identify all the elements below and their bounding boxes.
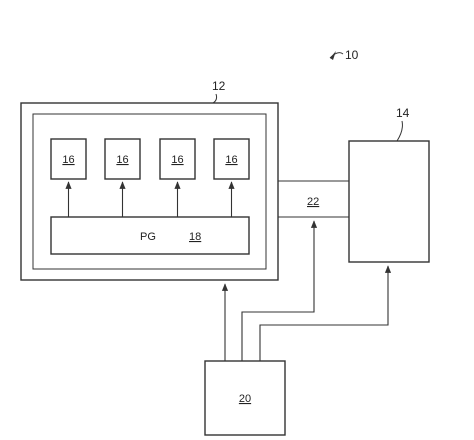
sub-block-3 <box>159 138 196 180</box>
sub-block-4-label: 16 <box>225 154 237 166</box>
system-ref-arrowhead <box>330 51 336 60</box>
sub-block-2 <box>104 138 141 180</box>
system-ref-label: 10 <box>345 48 359 62</box>
outer-unit-ref-label: 12 <box>212 79 226 93</box>
link-ref-label: 22 <box>307 196 319 208</box>
sub-block-3-label: 16 <box>171 154 183 166</box>
pg-ref-label: 18 <box>189 231 201 243</box>
outer-unit-inner-border <box>32 113 267 270</box>
sub-block-4 <box>213 138 250 180</box>
right-unit-box <box>348 140 430 263</box>
sub-block-2-label: 16 <box>116 154 128 166</box>
sub-block-1 <box>50 138 87 180</box>
bottom-to-right-unit-arrow <box>259 265 392 361</box>
sub-block-1-label: 16 <box>62 154 74 166</box>
pg-label: PG <box>140 231 156 243</box>
bottom-to-link-arrow <box>241 220 318 361</box>
bottom-unit-box <box>204 360 286 436</box>
right-unit-leader <box>396 120 403 142</box>
bottom-unit-ref-label: 20 <box>239 393 251 405</box>
pg-block <box>50 216 250 255</box>
outer-unit-leader <box>212 93 218 104</box>
right-unit-ref-label: 14 <box>396 106 410 120</box>
